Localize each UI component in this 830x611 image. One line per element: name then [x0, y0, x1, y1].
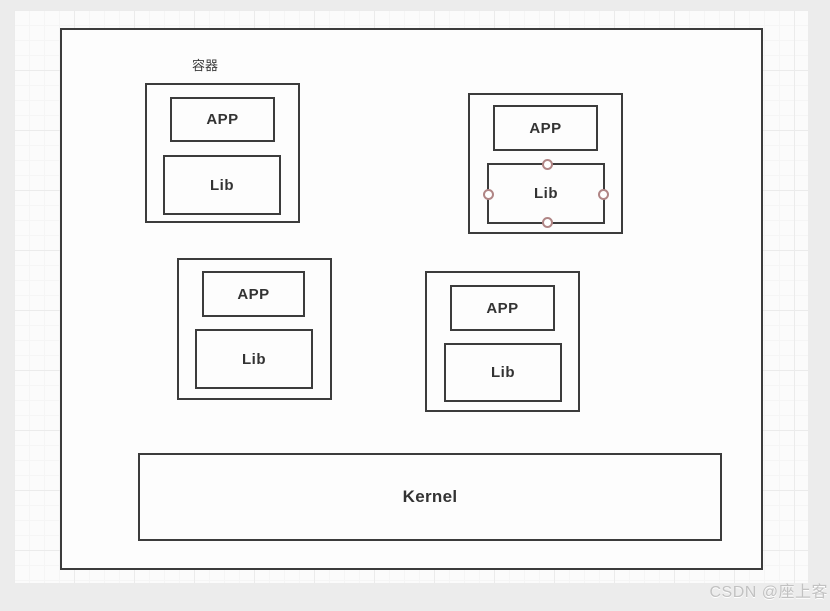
- group-1-app-box[interactable]: APP: [170, 97, 275, 142]
- app-label: APP: [486, 299, 519, 317]
- lib-label: Lib: [210, 176, 234, 194]
- group-3-app-box[interactable]: APP: [202, 271, 305, 317]
- container-label: 容器: [192, 58, 219, 73]
- diagram-canvas[interactable]: 容器 APP Lib APP Lib APP Lib APP Lib Kerne…: [14, 10, 808, 583]
- connection-point-right[interactable]: [598, 189, 609, 200]
- lib-label: Lib: [491, 364, 515, 381]
- group-1-lib-box[interactable]: Lib: [163, 155, 281, 215]
- kernel-shape[interactable]: Kernel: [138, 453, 722, 541]
- watermark: CSDN @座上客: [709, 584, 828, 601]
- group-3-lib-box[interactable]: Lib: [195, 329, 313, 389]
- app-label: APP: [206, 111, 239, 128]
- group-2-app-box[interactable]: APP: [493, 105, 598, 151]
- app-label: APP: [529, 119, 562, 137]
- group-2-lib-box[interactable]: Lib: [483, 159, 609, 228]
- connection-point-top[interactable]: [542, 159, 553, 170]
- app-label: APP: [237, 285, 270, 303]
- group-4-app-box[interactable]: APP: [450, 285, 555, 331]
- lib-label: Lib: [242, 350, 266, 368]
- lib-label: Lib: [534, 185, 558, 202]
- kernel-label: Kernel: [402, 487, 458, 506]
- connection-point-left[interactable]: [483, 189, 494, 200]
- connection-point-bottom[interactable]: [542, 217, 553, 228]
- group-4-lib-box[interactable]: Lib: [444, 343, 562, 402]
